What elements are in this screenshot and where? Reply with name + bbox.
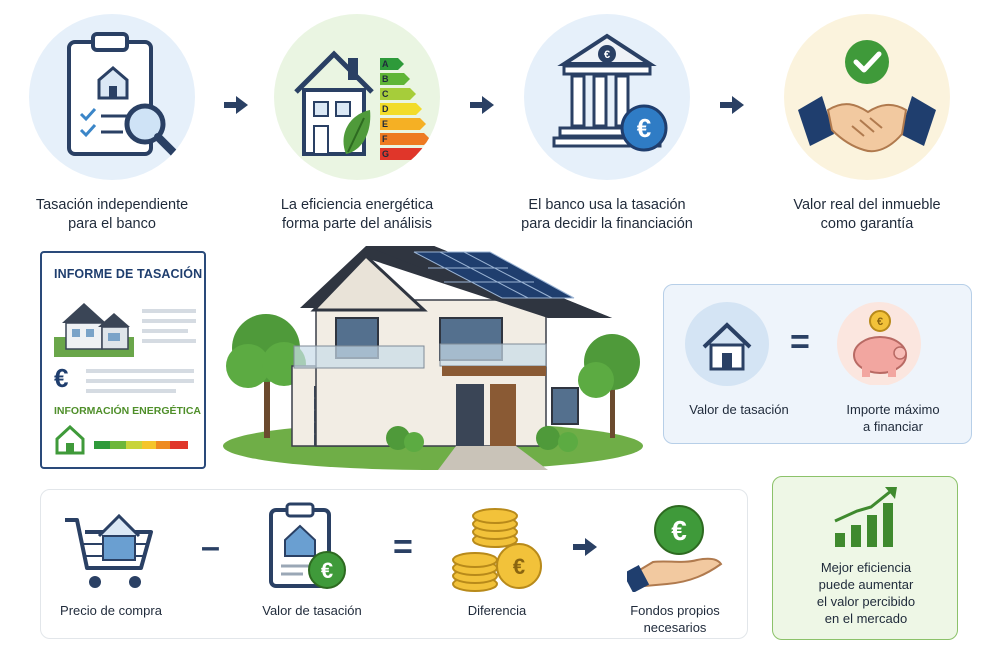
text-line <box>142 329 188 333</box>
equals-sign: = <box>790 323 810 361</box>
report-title: INFORME DE TASACIÓN <box>54 267 203 281</box>
svg-text:€: € <box>321 558 333 583</box>
step-caption: El banco usa la tasación para decidir la… <box>521 197 693 232</box>
svg-text:€: € <box>877 316 883 328</box>
svg-text:F: F <box>382 134 388 144</box>
clipboard-euro-icon: € <box>269 502 346 589</box>
step-bank: € € El banco usa la tasación para decidi… <box>507 14 707 234</box>
minus-sign: – <box>201 528 220 566</box>
appraisal-clipboard-icon <box>29 14 195 180</box>
svg-text:D: D <box>382 104 389 114</box>
svg-text:E: E <box>382 119 388 129</box>
energy-scale-bar <box>55 425 188 455</box>
difference-label: Diferencia <box>467 603 527 618</box>
svg-text:B: B <box>382 74 389 84</box>
growth-chart-icon <box>834 487 897 547</box>
report-house-photo <box>54 303 134 357</box>
purchase-price-label: Precio de compra <box>60 603 162 618</box>
euro-icon: € <box>54 363 69 393</box>
text-line <box>86 369 194 373</box>
own-funds-label: Fondos propios necesarios <box>630 603 720 635</box>
svg-text:G: G <box>382 149 389 159</box>
step-caption: Valor real del inmueble como garantía <box>793 197 941 232</box>
step-appraisal: Tasación independiente para el banco <box>12 14 212 234</box>
market-value-box: Mejor eficiencia puede aumentar el valor… <box>772 476 958 640</box>
arrow-right-icon <box>573 538 597 556</box>
shopping-cart-house-icon <box>65 513 153 588</box>
energy-info-title: INFORMACIÓN ENERGÉTICA <box>54 405 201 417</box>
energy-label-a: A <box>382 59 389 69</box>
step-guarantee: Valor real del inmueble como garantía <box>767 14 967 234</box>
valuation-label: Valor de tasación <box>689 402 789 417</box>
appraisal-report-card: INFORME DE TASACIÓN € INFORMACIÓN ENERGÉ… <box>40 251 206 469</box>
piggy-bank-icon: € <box>837 302 921 385</box>
step-caption: La eficiencia energética forma parte del… <box>280 197 434 232</box>
svg-text:€: € <box>637 113 651 143</box>
step-energy-efficiency: A B C D E F G La eficiencia energética f… <box>257 14 457 234</box>
text-line <box>86 379 194 383</box>
svg-text:€: € <box>513 554 525 579</box>
house-valuation-icon <box>685 302 769 386</box>
hand-euro-icon: € <box>627 505 723 592</box>
max-financing-label: Importe máximo a financiar <box>846 402 940 434</box>
valuation-equals-financing-box: = € Valor de tasación Importe máximo a f… <box>663 284 972 444</box>
svg-text:C: C <box>382 89 389 99</box>
bank-euro-icon: € € <box>524 14 690 180</box>
house-illustration <box>223 246 643 470</box>
valuation-value-label: Valor de tasación <box>262 603 362 618</box>
svg-text:€: € <box>671 515 687 546</box>
energy-efficiency-house-icon: A B C D E F G <box>274 14 440 180</box>
arrow-right-icon <box>470 96 494 114</box>
text-line <box>142 309 196 313</box>
handshake-check-icon <box>784 14 950 180</box>
arrow-right-icon <box>224 96 248 114</box>
arrow-right-icon <box>720 96 744 114</box>
step-caption: Tasación independiente para el banco <box>35 197 189 232</box>
text-line <box>86 389 176 393</box>
market-text: Mejor eficiencia puede aumentar el valor… <box>816 560 916 626</box>
text-line <box>142 319 196 323</box>
coins-stack-icon: € <box>452 508 542 592</box>
equity-formula-box: Precio de compra – € Valor de tasación =… <box>40 489 748 639</box>
svg-text:€: € <box>604 49 610 61</box>
text-line <box>142 339 196 343</box>
equals-sign: = <box>393 528 413 566</box>
